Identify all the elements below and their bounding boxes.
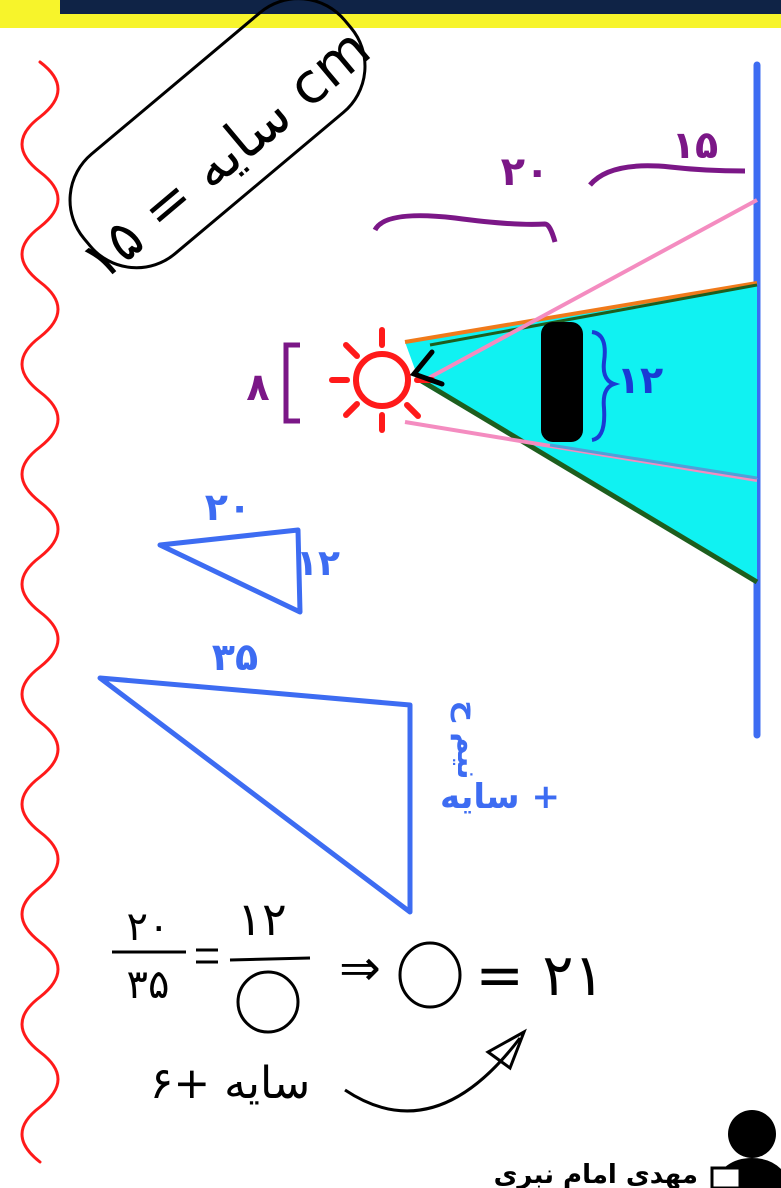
- sun-object-distance-brace: [372, 213, 558, 243]
- opaque-object: [541, 322, 583, 442]
- cone-bottom-ray: [418, 377, 759, 585]
- sun-height-bracket: [283, 342, 300, 424]
- small-similar-triangle: [157, 527, 303, 615]
- shadow-plus-six-note: سایه +۶: [150, 1058, 311, 1109]
- author-name: مهدی امام نبری: [493, 1160, 698, 1188]
- frac1-denominator: ۳۵: [127, 962, 170, 1008]
- result-arrowhead: [485, 1028, 527, 1071]
- frac2-numerator: ۱۲: [237, 892, 286, 946]
- pink-ray-top: [424, 198, 758, 382]
- sun-object-distance-label: ۲۰: [501, 149, 550, 195]
- sun-height-label: ۸: [246, 365, 269, 409]
- object-wall-distance-label: ۱۵: [672, 123, 718, 167]
- callout-text: سایه = ۱۵ cm: [69, 16, 383, 294]
- small-triangle-base-label: ۲۰: [205, 485, 251, 529]
- cone-top-ray-green: [429, 283, 758, 347]
- pink-ray-bottom-blue: [549, 443, 758, 480]
- implies-arrow: ⇒: [339, 939, 381, 997]
- object-height-brace: [591, 330, 621, 442]
- sun-eye-mark: [409, 349, 445, 387]
- large-triangle-base-label: ۳۵: [212, 635, 258, 679]
- frac1-numerator: ۲۰: [127, 904, 170, 950]
- cone-top-ray: [404, 281, 758, 344]
- result-unknown-circle: [398, 941, 462, 1009]
- object-wall-distance-brace: [588, 163, 746, 187]
- proportion-equation: ۲۰ ۳۵ ۱۲ ⇒ = ۲۱ سایه +۶: [112, 892, 605, 1113]
- small-triangle-side-label: ۱۲: [296, 543, 340, 584]
- top-banner: [0, 0, 781, 28]
- red-wavy-margin: [20, 60, 60, 1164]
- result-value: = ۲۱: [475, 941, 604, 1009]
- large-similar-triangle: [97, 675, 413, 915]
- large-triangle-side-bottom-label: سایه +: [440, 777, 560, 817]
- author-avatar-icon: [710, 1110, 781, 1188]
- top-banner-band: [60, 0, 781, 14]
- object-height-label: ۱۲: [617, 358, 663, 402]
- shadow-length-callout: سایه = ۱۵ cm: [68, 0, 383, 294]
- result-arrow: [344, 1037, 522, 1113]
- frac2-bar: [229, 956, 311, 962]
- frac2-unknown-circle: [236, 970, 300, 1034]
- large-triangle-side-top-label: نیم ح: [450, 700, 485, 779]
